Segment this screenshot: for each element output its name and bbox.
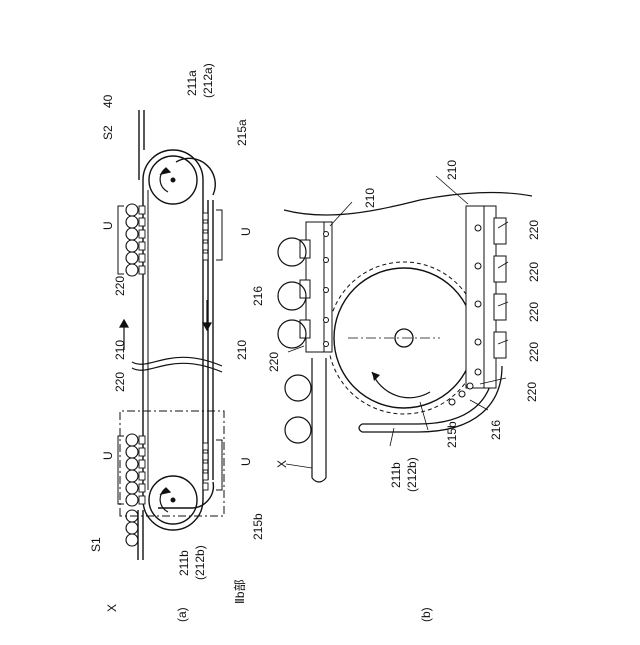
label-216-b: 216 bbox=[489, 420, 503, 440]
label-u-bottom-right: U bbox=[239, 227, 253, 236]
label-211b: 211b bbox=[177, 550, 191, 576]
chain-curve bbox=[449, 383, 473, 405]
label-220-b-r4: 220 bbox=[527, 342, 541, 362]
product-units-upper bbox=[126, 204, 138, 546]
label-u-top-left: U bbox=[101, 451, 115, 460]
label-detail-ref: Ⅱb部 bbox=[232, 579, 247, 604]
holders-upper bbox=[139, 206, 145, 504]
infeed-guide-b-end bbox=[312, 478, 326, 482]
conveyor-belt-outer bbox=[143, 150, 203, 530]
panel-label-a: (a) bbox=[175, 607, 189, 622]
label-210-a-top: 210 bbox=[113, 340, 127, 360]
sprocket-b-hub bbox=[171, 498, 176, 503]
label-s2: S2 bbox=[101, 125, 115, 140]
label-210-b-top: 210 bbox=[363, 188, 377, 208]
label-211a: 211a bbox=[185, 70, 199, 96]
infeed-guide-b bbox=[312, 358, 326, 478]
chain-left bbox=[300, 222, 332, 352]
label-215a: 215a bbox=[235, 119, 249, 146]
label-220-a-left: 220 bbox=[113, 372, 127, 392]
label-220-b-r2: 220 bbox=[527, 262, 541, 282]
label-215b-a: 215b bbox=[251, 513, 265, 540]
direction-arrows bbox=[120, 168, 211, 512]
label-210-a-bottom: 210 bbox=[235, 340, 249, 360]
label-220-a-right: 220 bbox=[113, 276, 127, 296]
label-220-b-r1: 220 bbox=[527, 220, 541, 240]
figure-a-labels: (a) X S1 S2 40 U U U U 220 220 210 210 2… bbox=[89, 63, 265, 622]
figure-a bbox=[118, 110, 224, 560]
label-220-b-r3: 220 bbox=[527, 302, 541, 322]
rotation-arrow bbox=[372, 372, 430, 398]
sprocket-a-hub bbox=[171, 178, 176, 183]
infeed-conveyor bbox=[138, 510, 143, 560]
chain-right bbox=[466, 206, 506, 388]
label-220-b-r5: 220 bbox=[525, 382, 539, 402]
label-220-b-left: 220 bbox=[267, 352, 281, 372]
label-x-a: X bbox=[105, 604, 119, 612]
label-s1: S1 bbox=[89, 537, 103, 552]
holders-lower bbox=[203, 213, 208, 490]
label-u-top-right: U bbox=[101, 221, 115, 230]
label-210-b-right: 210 bbox=[445, 160, 459, 180]
label-u-bottom-left: U bbox=[239, 457, 253, 466]
panel-label-b: (b) bbox=[419, 607, 433, 622]
label-215b-b: 215b bbox=[445, 421, 459, 448]
label-212b: (212b) bbox=[193, 545, 207, 580]
label-212a: (212a) bbox=[201, 63, 215, 98]
label-211b-b: 211b bbox=[389, 462, 403, 488]
label-216-a: 216 bbox=[251, 286, 265, 306]
label-40: 40 bbox=[101, 94, 115, 108]
label-212b-b: (212b) bbox=[405, 457, 419, 492]
label-x-b: X bbox=[275, 460, 289, 468]
guide-216-rail bbox=[208, 200, 213, 480]
outfeed-conveyor bbox=[139, 110, 144, 180]
guide-216-cap bbox=[359, 424, 362, 432]
